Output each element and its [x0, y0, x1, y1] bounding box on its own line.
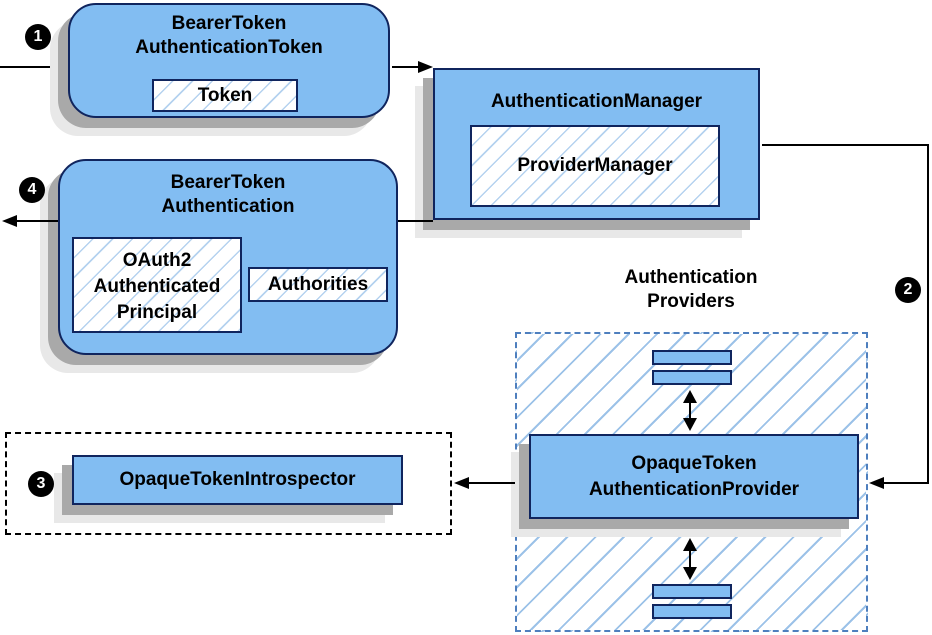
step-4-badge: 4 — [19, 177, 45, 203]
title-line-1: BearerToken — [171, 13, 287, 34]
double-arrow-bottom-down-arrowhead — [683, 567, 697, 580]
arrowhead-outgoing — [2, 215, 17, 227]
provider-to-introspector-line — [468, 482, 515, 484]
field-oauth2-authenticated-principal: OAuth2 Authenticated Principal — [72, 237, 242, 333]
provider-stub-bar — [652, 370, 732, 385]
provider-stub-bar — [652, 584, 732, 599]
node-opaque-token-introspector: OpaqueTokenIntrospector — [72, 455, 403, 505]
node-authentication-manager: AuthenticationManager ProviderManager — [433, 68, 760, 220]
incoming-request-line — [0, 66, 68, 68]
step-1-badge: 1 — [25, 24, 51, 50]
node-title: BearerToken AuthenticationToken — [70, 5, 388, 60]
title-line-2: AuthenticationToken — [135, 37, 323, 58]
step-2-badge: 2 — [895, 277, 921, 303]
flow-2-line-right — [927, 144, 929, 484]
title-line-1: OpaqueToken — [631, 453, 757, 474]
node-title: OpaqueToken AuthenticationProvider — [531, 436, 857, 503]
title-line-2: AuthenticationProvider — [588, 479, 800, 500]
zone-label-line-1: Authentication — [624, 267, 758, 288]
flow-2-line-top — [762, 144, 929, 146]
node-title: BearerToken Authentication — [60, 161, 396, 219]
zone-label-line-2: Providers — [647, 291, 735, 312]
arrowhead-to-manager — [418, 61, 433, 73]
manager-to-bta-line — [398, 220, 433, 222]
node-bearer-token-authentication: BearerToken Authentication OAuth2 Authen… — [58, 159, 398, 355]
principal-line-3: Principal — [116, 302, 198, 323]
node-opaque-token-authentication-provider: OpaqueToken AuthenticationProvider — [529, 434, 859, 519]
title-line-1: BearerToken — [170, 172, 286, 193]
arrow-line-to-manager — [392, 66, 420, 68]
field-provider-manager: ProviderManager — [470, 125, 720, 207]
step-3-badge: 3 — [28, 471, 54, 497]
provider-stub-bar — [652, 350, 732, 365]
node-title: AuthenticationManager — [490, 91, 703, 112]
flow-2-line-bottom — [884, 482, 929, 484]
principal-line-2: Authenticated — [93, 276, 221, 297]
introspector-zone: OpaqueTokenIntrospector 3 — [5, 432, 452, 535]
field-authorities: Authorities — [248, 267, 388, 302]
double-arrow-bottom-line — [689, 548, 691, 570]
providers-zone-label: Authentication Providers — [591, 266, 791, 314]
double-arrow-bottom-up-arrowhead — [683, 538, 697, 551]
title-line-2: Authentication — [161, 196, 295, 217]
double-arrow-top-down-arrowhead — [683, 418, 697, 431]
node-bearer-token-authentication-token: BearerToken AuthenticationToken Token — [68, 3, 390, 118]
principal-line-1: OAuth2 — [122, 250, 192, 271]
arrowhead-to-introspector — [454, 477, 469, 489]
double-arrow-top-line — [689, 400, 691, 422]
provider-stub-bar — [652, 604, 732, 619]
double-arrow-top-up-arrowhead — [683, 390, 697, 403]
outgoing-line — [15, 220, 58, 222]
arrowhead-to-provider — [869, 477, 884, 489]
field-token: Token — [152, 79, 298, 112]
